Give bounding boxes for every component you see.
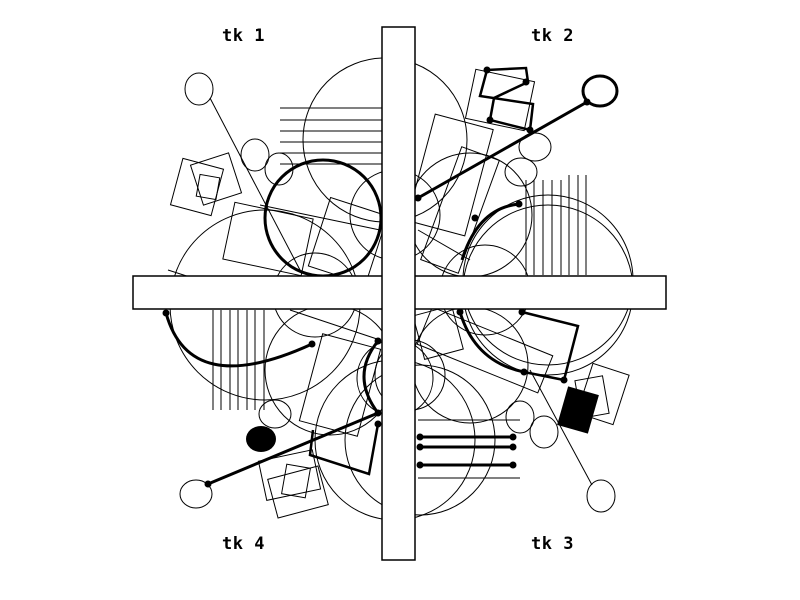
quadrant-label-tk2: tk 2	[531, 26, 574, 46]
q1-oval	[240, 138, 270, 172]
q2-bold-oval	[581, 74, 619, 108]
quadrant-4-shapes	[164, 304, 476, 521]
q3-oval-2	[529, 415, 559, 449]
quadrant-label-tk1: tk 1	[222, 26, 265, 46]
q3-oval-bottom	[586, 479, 616, 513]
q1-oval-top	[184, 72, 214, 106]
q3-large-circle	[344, 364, 496, 516]
q2-dots	[414, 66, 591, 222]
quadrant-label-tk4: tk 4	[222, 534, 265, 554]
quadrant-label-tk3: tk 3	[531, 534, 574, 554]
q3-oval	[505, 400, 535, 434]
center-cross	[132, 26, 667, 561]
q3-dots	[416, 308, 568, 469]
q4-oval	[258, 399, 292, 429]
q3-filled-block	[557, 386, 599, 434]
q2-oval-2	[504, 157, 538, 187]
quadrant-2-shapes	[406, 66, 634, 366]
q4-oval-bottom	[179, 479, 213, 509]
q4-filled-oval	[246, 426, 276, 452]
q4-dots	[162, 309, 382, 488]
